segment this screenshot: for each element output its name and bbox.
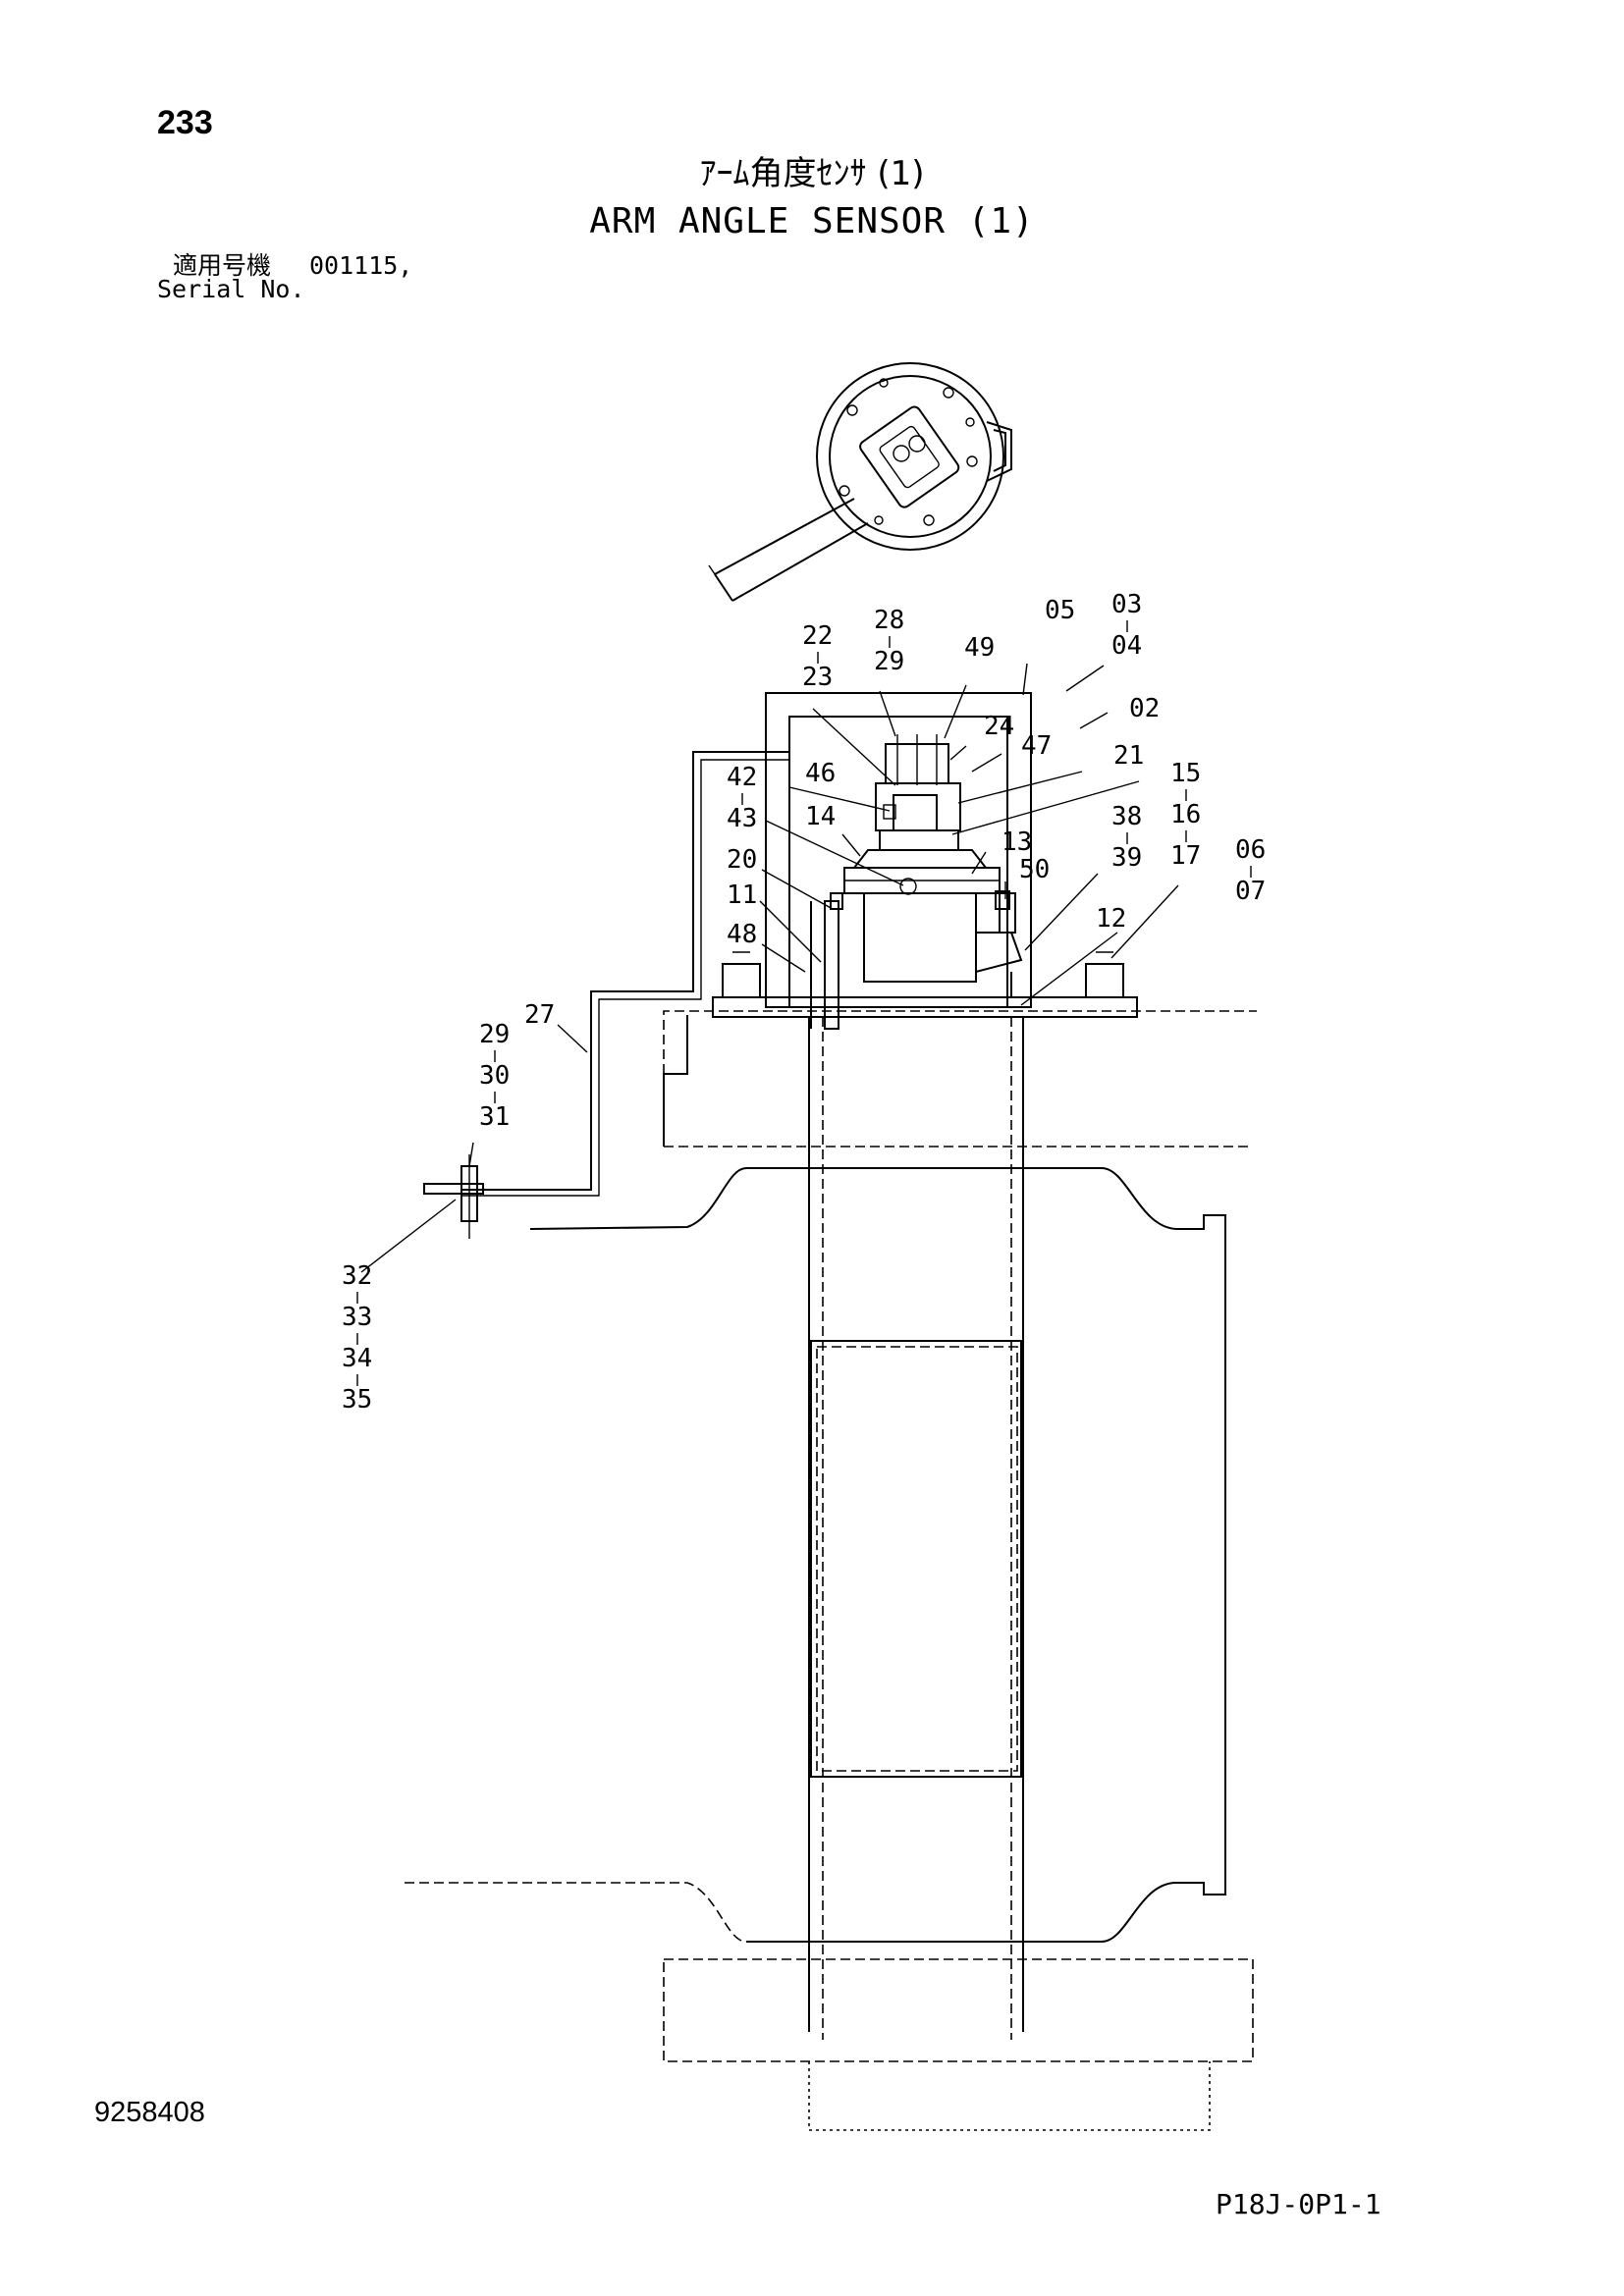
callout-number-04: 04 <box>1111 631 1142 661</box>
callout-number-06: 06 <box>1235 835 1266 865</box>
callout-number-16: 16 <box>1170 800 1201 829</box>
sensor-bracket-assembly <box>423 692 1138 1239</box>
callout-number-32: 32 <box>342 1261 372 1291</box>
serial-label-english: Serial No. <box>157 275 305 303</box>
callout-21: 21 <box>1113 741 1144 771</box>
callout-02: 02 <box>1129 694 1160 723</box>
callout-number-30: 30 <box>479 1061 510 1091</box>
callout-20: 20 <box>727 845 757 875</box>
sheet-code: P18J-0P1-1 <box>1216 2188 1381 2220</box>
callout-number-11: 11 <box>727 881 757 910</box>
serial-label-japanese: 適用号機 <box>173 251 272 280</box>
callout-leader-lines <box>360 663 1179 1273</box>
callout-05: 05 <box>1045 596 1075 625</box>
callout-15-17: 15 16 17 <box>1170 759 1201 871</box>
callout-number-42: 42 <box>727 763 757 792</box>
callout-number-48: 48 <box>727 920 757 949</box>
callout-number-39: 39 <box>1111 843 1142 873</box>
callout-number-49: 49 <box>964 633 995 663</box>
callout-12: 12 <box>1096 904 1126 934</box>
callout-number-21: 21 <box>1113 741 1144 771</box>
callout-number-43: 43 <box>727 804 757 833</box>
callout-number-38: 38 <box>1111 802 1142 831</box>
callout-13: 13 <box>1001 828 1032 857</box>
callout-11: 11 <box>727 881 757 910</box>
callout-number-23: 23 <box>802 663 833 692</box>
callout-number-29: 29 <box>479 1020 510 1049</box>
callout-number-07: 07 <box>1235 877 1266 906</box>
callout-number-15: 15 <box>1170 759 1201 788</box>
callout-number-17: 17 <box>1170 841 1201 871</box>
callout-48: 48 <box>727 920 757 949</box>
page-number: 233 <box>157 104 213 141</box>
arm-structure-outline <box>405 1010 1257 2131</box>
callout-number-35: 35 <box>342 1385 372 1415</box>
callout-number-20: 20 <box>727 845 757 875</box>
callout-29-31: 29 30 31 <box>479 1020 510 1132</box>
callout-27: 27 <box>524 1000 555 1030</box>
callout-50: 50 <box>1019 855 1050 884</box>
callout-number-02: 02 <box>1129 694 1160 723</box>
callout-number-05: 05 <box>1045 596 1075 625</box>
callout-number-46: 46 <box>805 759 836 788</box>
callout-number-29: 29 <box>874 647 904 676</box>
callout-number-13: 13 <box>1001 828 1032 857</box>
callout-number-14: 14 <box>805 802 836 831</box>
callout-number-33: 33 <box>342 1303 372 1332</box>
callout-number-12: 12 <box>1096 904 1126 934</box>
title-english: ARM ANGLE SENSOR (1) <box>589 201 1035 241</box>
callout-46: 46 <box>805 759 836 788</box>
title-japanese: ｱｰﾑ角度ｾﾝｻ (1) <box>699 154 925 193</box>
serial-number-value: 001115, <box>309 251 413 280</box>
callout-number-24: 24 <box>984 712 1014 741</box>
sensor-flange-top-view <box>708 362 1012 602</box>
drawing-number: 9258408 <box>94 2097 205 2128</box>
callout-number-27: 27 <box>524 1000 555 1030</box>
callout-number-22: 22 <box>802 621 833 651</box>
callout-number-34: 34 <box>342 1344 372 1373</box>
callout-number-50: 50 <box>1019 855 1050 884</box>
callout-32-35: 32 33 34 35 <box>342 1261 372 1415</box>
callout-49: 49 <box>964 633 995 663</box>
callout-24: 24 <box>984 712 1014 741</box>
callout-number-31: 31 <box>479 1102 510 1132</box>
callout-number-47: 47 <box>1021 731 1052 761</box>
callout-47: 47 <box>1021 731 1052 761</box>
callout-number-03: 03 <box>1111 590 1142 619</box>
callout-14: 14 <box>805 802 836 831</box>
callout-number-28: 28 <box>874 606 904 635</box>
